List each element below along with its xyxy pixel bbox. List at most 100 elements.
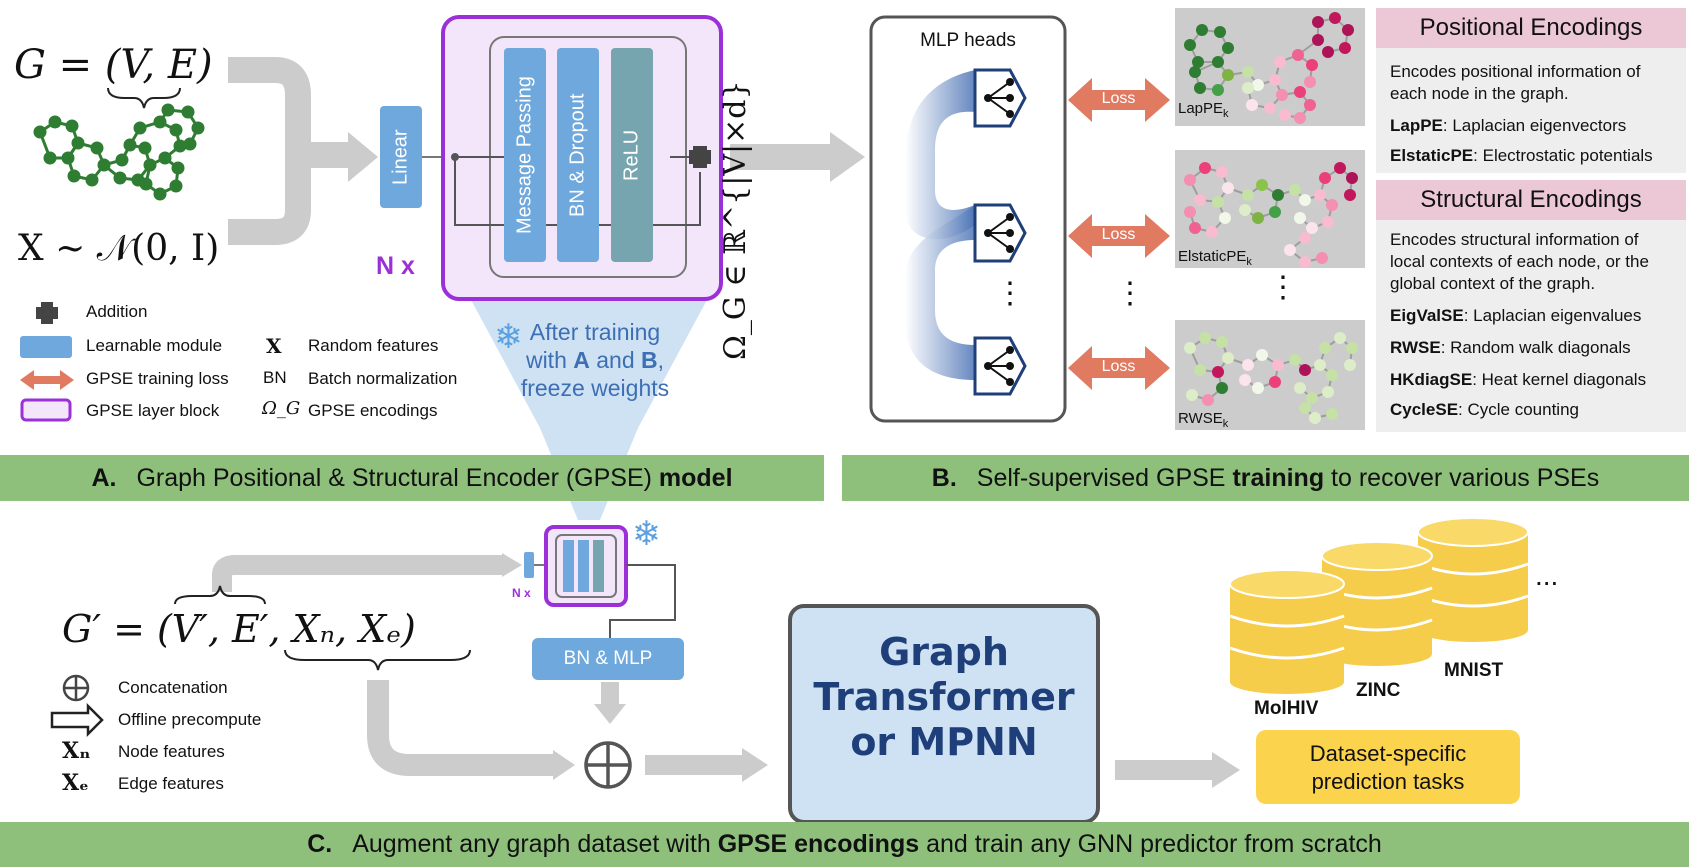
struct-item-eigvalse: EigValSE: Laplacian eigenvalues bbox=[1390, 306, 1641, 326]
pos-item-elstaticpe-desc: : Electrostatic potentials bbox=[1473, 146, 1653, 165]
struct-desc-2: local contexts of each node, or the bbox=[1390, 252, 1649, 271]
struct-desc-3: global context of the graph. bbox=[1390, 274, 1596, 293]
banner-c-text: Augment any graph dataset with bbox=[352, 830, 718, 858]
ellipsis-pse: ⋮ bbox=[1268, 271, 1298, 304]
mini-snowflake-icon: ❄ bbox=[632, 514, 661, 554]
loss-label-3: Loss bbox=[1101, 358, 1136, 375]
graph-c-overbrace bbox=[174, 585, 266, 605]
struct-item-hkdiagse-desc: : Heat kernel diagonals bbox=[1472, 370, 1647, 389]
banner-c-letter: C. bbox=[307, 830, 333, 858]
dataset-molhiv-label: MolHIV bbox=[1254, 698, 1319, 719]
legend-xn-symbol: Xₙ bbox=[62, 738, 91, 764]
struct-item-rwse-desc: : Random walk diagonals bbox=[1440, 338, 1631, 357]
datasets-more: ... bbox=[1535, 560, 1559, 591]
legend-offline-icon bbox=[50, 702, 104, 738]
task-box bbox=[1256, 730, 1520, 804]
graph-c-equation: G′ = (V′, E′, Xₙ, Xₑ) bbox=[62, 607, 416, 651]
dataset-mnist-stack bbox=[1417, 517, 1529, 642]
pos-item-elstaticpe-name: ElstaticPE bbox=[1390, 146, 1474, 165]
banner-a-letter: A. bbox=[91, 463, 117, 492]
loss-arrow-1 bbox=[1068, 78, 1170, 122]
banner-a: A. Graph Positional & Structural Encoder… bbox=[0, 455, 824, 501]
struct-item-hkdiagse-name: HKdiagSE bbox=[1390, 370, 1473, 389]
layer-bn-dropout-label: BN & Dropout bbox=[566, 93, 589, 217]
freeze-line-3: freeze weights bbox=[520, 375, 670, 401]
pos-item-lappe-name: LapPE bbox=[1390, 116, 1443, 135]
bn-mlp-label: BN & MLP bbox=[563, 648, 653, 669]
structural-encodings-body: Encodes structural information of local … bbox=[1376, 220, 1686, 432]
dataset-mnist-label: MNIST bbox=[1444, 660, 1504, 681]
banner-c-suffix: and train any GNN predictor from scratch bbox=[919, 830, 1382, 858]
legend-concat-label: Concatenation bbox=[118, 678, 228, 697]
loss-label-1: Loss bbox=[1101, 90, 1136, 107]
repeat-label: N x bbox=[376, 252, 415, 280]
concat-node bbox=[584, 741, 632, 789]
input-graph bbox=[33, 103, 205, 201]
pos-item-lappe: LapPE: Laplacian eigenvectors bbox=[1390, 116, 1626, 136]
legend-learnable-label: Learnable module bbox=[86, 336, 223, 355]
banner-b-letter: B. bbox=[931, 463, 957, 492]
model-line-1: Graph bbox=[879, 630, 1009, 674]
struct-item-cyclese-desc: : Cycle counting bbox=[1458, 400, 1579, 419]
layer-bn-dropout bbox=[557, 48, 599, 262]
freeze-line-1: After training bbox=[529, 319, 661, 345]
addition-node bbox=[689, 146, 711, 168]
struct-item-eigvalse-desc: : Laplacian eigenvalues bbox=[1463, 306, 1642, 325]
features-equation: X ~ 𝒩(0, I) bbox=[18, 228, 220, 269]
elstaticpe-name: ElstaticPE bbox=[1178, 248, 1247, 265]
legend-loss-label: GPSE training loss bbox=[86, 369, 229, 388]
struct-item-cyclese-name: CycleSE bbox=[1390, 400, 1459, 419]
model-text: Graph Transformer or MPNN bbox=[790, 630, 1098, 765]
freeze-with: with bbox=[525, 347, 574, 373]
banner-b-bold: training bbox=[1232, 463, 1325, 492]
features-to-concat-arrow bbox=[367, 680, 555, 776]
rwse-sub: k bbox=[1222, 418, 1229, 430]
task-line-1: Dataset-specific bbox=[1309, 741, 1467, 766]
bn-mlp-box bbox=[532, 638, 684, 680]
layer-message-passing bbox=[504, 48, 546, 262]
rwse-label: RWSEk bbox=[1178, 410, 1228, 430]
pos-item-elstaticpe: ElstaticPE: Electrostatic potentials bbox=[1390, 146, 1653, 166]
banner-a-bold: model bbox=[658, 463, 733, 492]
freeze-comma: , bbox=[657, 347, 665, 373]
layer-message-passing-label: Message Passing bbox=[513, 76, 536, 234]
pos-item-lappe-desc: : Laplacian eigenvectors bbox=[1442, 116, 1627, 135]
rwse-name: RWSE bbox=[1178, 410, 1223, 427]
mini-repeat-label: N x bbox=[512, 586, 531, 600]
legend-random-features-label: Random features bbox=[308, 336, 439, 355]
ellipsis-loss: ⋮ bbox=[1115, 277, 1145, 310]
elstaticpe-sub: k bbox=[1246, 256, 1252, 268]
legend-gpse-block-label: GPSE layer block bbox=[86, 401, 220, 420]
struct-item-rwse: RWSE: Random walk diagonals bbox=[1390, 338, 1631, 358]
pos-desc-1: Encodes positional information of bbox=[1390, 62, 1641, 81]
graph-c-underbrace bbox=[284, 649, 471, 671]
legend-xe-symbol: Xₑ bbox=[62, 770, 89, 796]
legend-omega-symbol: Ω_G bbox=[262, 398, 301, 419]
freeze-cone bbox=[470, 298, 708, 428]
banner-b-suffix: to recover various PSEs bbox=[1324, 463, 1600, 492]
legend-loss-icon bbox=[20, 370, 74, 390]
freeze-b: B bbox=[641, 347, 658, 373]
structural-encodings-header: Structural Encodings bbox=[1376, 180, 1686, 220]
struct-item-cyclese: CycleSE: Cycle counting bbox=[1390, 400, 1579, 420]
elstaticpe-label: ElstaticPEk bbox=[1178, 248, 1252, 268]
freeze-text: After training with A and B, freeze weig… bbox=[520, 318, 670, 402]
elstaticpe-graph bbox=[1184, 162, 1358, 268]
mlp-head-1 bbox=[973, 68, 1027, 128]
banner-c-bold: GPSE encodings bbox=[717, 830, 920, 858]
mlp-head-3 bbox=[973, 336, 1027, 396]
struct-item-hkdiagse: HKdiagSE: Heat kernel diagonals bbox=[1390, 370, 1646, 390]
legend-node-features-label: Node features bbox=[118, 742, 225, 761]
freeze-a: A bbox=[573, 347, 590, 373]
linear-label: Linear bbox=[389, 129, 412, 185]
loss-arrow-2 bbox=[1068, 214, 1170, 258]
rwse-graph bbox=[1184, 332, 1358, 424]
positional-encodings-body: Encodes positional information of each n… bbox=[1376, 48, 1686, 173]
lappe-graph bbox=[1184, 12, 1354, 124]
precompute-arrow bbox=[212, 555, 505, 592]
input-bracket-arrow bbox=[228, 57, 311, 245]
graph-equation: G = (V, E) bbox=[14, 42, 213, 88]
banner-c: C. Augment any graph dataset with GPSE e… bbox=[0, 822, 1689, 867]
banner-b-text: Self-supervised GPSE bbox=[976, 463, 1233, 492]
mlp-fan bbox=[905, 70, 975, 240]
